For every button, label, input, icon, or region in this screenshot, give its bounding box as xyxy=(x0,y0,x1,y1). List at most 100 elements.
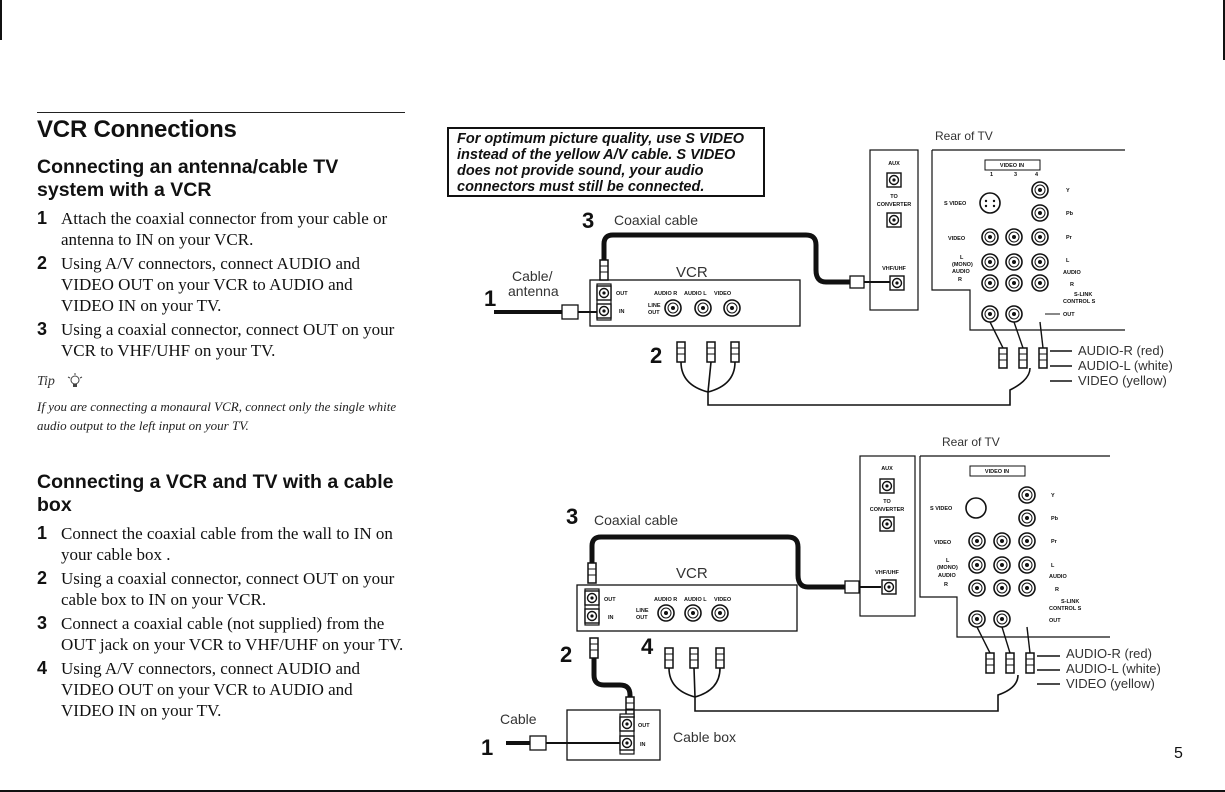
page-bottom-rule xyxy=(0,790,1225,792)
coaxial-cable-label-2: Coaxial cable xyxy=(594,512,678,528)
video-in-label-2: VIDEO IN xyxy=(985,469,1009,475)
s-video-label-2: S VIDEO xyxy=(930,506,953,512)
l-label-2: L xyxy=(946,558,950,564)
video-label: VIDEO xyxy=(948,236,966,242)
audio-right-label-2: AUDIO xyxy=(1049,574,1067,580)
page-edge-right xyxy=(1223,0,1225,60)
l-right-label: L xyxy=(1066,258,1070,264)
step-text: Using a coaxial connector, connect OUT o… xyxy=(61,569,395,609)
vcr-audio-r-label-2: AUDIO R xyxy=(654,597,677,603)
aux-label-2: AUX xyxy=(881,466,893,472)
channel-3-label: 3 xyxy=(1014,172,1017,178)
step-number: 2 xyxy=(37,568,48,588)
out-label: OUT xyxy=(1063,312,1075,318)
header-rule xyxy=(37,112,405,113)
tip-text: If you are connecting a monaural VCR, co… xyxy=(37,399,397,433)
cable-box-label: Cable box xyxy=(673,729,736,745)
r-label: R xyxy=(958,277,962,283)
av-cables-2: 4 AUDIO-R (red) AUDIO-L (white) VIDEO (y… xyxy=(641,626,1161,712)
page-number: 5 xyxy=(1174,745,1183,762)
step-3-marker: 3 xyxy=(582,208,594,233)
step-item: 1 Attach the coaxial connector from your … xyxy=(37,208,409,250)
step-2-marker: 2 xyxy=(650,343,662,368)
cable-box-in-label: IN xyxy=(640,742,646,748)
lightbulb-icon xyxy=(67,373,83,387)
to-label-2: TO xyxy=(883,499,891,505)
vcr-video-label-2: VIDEO xyxy=(714,597,732,603)
vcr-in-label: IN xyxy=(619,309,625,315)
tip-label: Tip xyxy=(37,374,55,389)
r-right-label: R xyxy=(1070,282,1074,288)
vcr-out-label: OUT xyxy=(616,291,628,297)
step-item: 3 Using a coaxial connector, connect OUT … xyxy=(37,319,409,361)
step-text: Attach the coaxial connector from your c… xyxy=(61,209,388,249)
vcr-out-label-2: OUT xyxy=(604,597,616,603)
step-number: 3 xyxy=(37,613,48,633)
out-label-2: OUT xyxy=(1049,618,1061,624)
audio-r-red-label-2: AUDIO-R (red) xyxy=(1066,646,1152,661)
step-text: Connect a coaxial cable (not supplied) f… xyxy=(61,614,404,654)
vcr-device: VCR OUT IN AUDIO R AUDIO L VIDEO LINE OU… xyxy=(589,264,801,327)
step-3-marker-2: 3 xyxy=(566,504,578,529)
coaxial-cable-vcr-to-tv: 3 Coaxial cable xyxy=(582,208,890,289)
vcr-in-label-2: IN xyxy=(608,615,614,621)
channel-1-label: 1 xyxy=(990,172,993,178)
step-1-marker: 1 xyxy=(484,286,496,311)
vcr-line-label-2: LINE xyxy=(636,608,649,614)
tv-rear-panel-2: Rear of TV AUX TO CONVERTER VHF/UHF VIDE… xyxy=(859,435,1110,638)
video-label-2: VIDEO xyxy=(934,540,952,546)
svideo-note-box: For optimum picture quality, use S VIDEO… xyxy=(447,127,765,197)
rear-of-tv-label-2: Rear of TV xyxy=(942,435,1000,449)
vcr-label: VCR xyxy=(676,264,708,281)
vhf-uhf-label-2: VHF/UHF xyxy=(875,570,899,576)
step-4-marker: 4 xyxy=(641,634,654,659)
vcr-audio-l-label-2: AUDIO L xyxy=(684,597,707,603)
step-item: 3 Connect a coaxial cable (not supplied) … xyxy=(37,613,409,655)
control-s-label-2: CONTROL S xyxy=(1049,606,1082,612)
instructions-column: VCR Connections Connecting an antenna/ca… xyxy=(37,116,409,724)
coaxial-cable-vcr-to-tv-2: 3 Coaxial cable xyxy=(566,504,881,594)
aux-label: AUX xyxy=(888,161,900,167)
step-text: Using a coaxial connector, connect OUT o… xyxy=(61,320,395,360)
pr-label-2: Pr xyxy=(1051,539,1058,545)
vcr-audio-r-label: AUDIO R xyxy=(654,291,677,297)
page-title: VCR Connections xyxy=(37,116,237,143)
section-heading-antenna-cable: Connecting an antenna/cable TV system wi… xyxy=(37,156,339,201)
step-text: Using A/V connectors, connect AUDIO and … xyxy=(61,254,361,315)
vcr-device-2: VCR OUT IN AUDIO R AUDIO L VIDEO LINE OU… xyxy=(576,565,798,632)
vcr-line-label: LINE xyxy=(648,303,661,309)
step-number: 4 xyxy=(37,658,48,678)
cable-box-connection: 2 OUT IN Cable box Cable 1 xyxy=(481,637,736,761)
cable-antenna-label-2: antenna xyxy=(508,283,559,299)
pb-label-2: Pb xyxy=(1051,516,1059,522)
section-cable-box: Connecting a VCR and TV with a cable box… xyxy=(37,471,409,721)
cable-box xyxy=(566,709,661,761)
pb-label: Pb xyxy=(1066,211,1074,217)
vcr-video-label: VIDEO xyxy=(714,291,732,297)
r-right-label-2: R xyxy=(1055,587,1059,593)
section-antenna-cable: Connecting an antenna/cable TV system wi… xyxy=(37,156,409,435)
s-link-label: S-LINK xyxy=(1074,292,1092,298)
y-label-2: Y xyxy=(1051,493,1055,499)
page-edge-left xyxy=(0,0,2,40)
to-label: TO xyxy=(890,194,898,200)
cable-label: Cable xyxy=(500,711,537,727)
video-in-label: VIDEO IN xyxy=(1000,163,1024,169)
step-number: 3 xyxy=(37,319,48,339)
l-right-label-2: L xyxy=(1051,563,1055,569)
audio-label: AUDIO xyxy=(952,269,970,275)
section-heading-cable-box: Connecting a VCR and TV with a cable box xyxy=(37,471,394,516)
coaxial-cable-label: Coaxial cable xyxy=(614,212,698,228)
cable-box-out-label: OUT xyxy=(638,723,650,729)
diagram-antenna-vcr-tv: Rear of TV AUX TO CONVERTER VHF/UHF VIDE… xyxy=(484,129,1173,406)
tip-header: Tip xyxy=(37,373,409,391)
s-video-label: S VIDEO xyxy=(944,201,967,207)
step-number: 1 xyxy=(37,208,48,228)
mono-label: (MONO) xyxy=(952,262,973,268)
video-yellow-label-2: VIDEO (yellow) xyxy=(1066,676,1155,691)
mono-label-2: (MONO) xyxy=(937,565,958,571)
